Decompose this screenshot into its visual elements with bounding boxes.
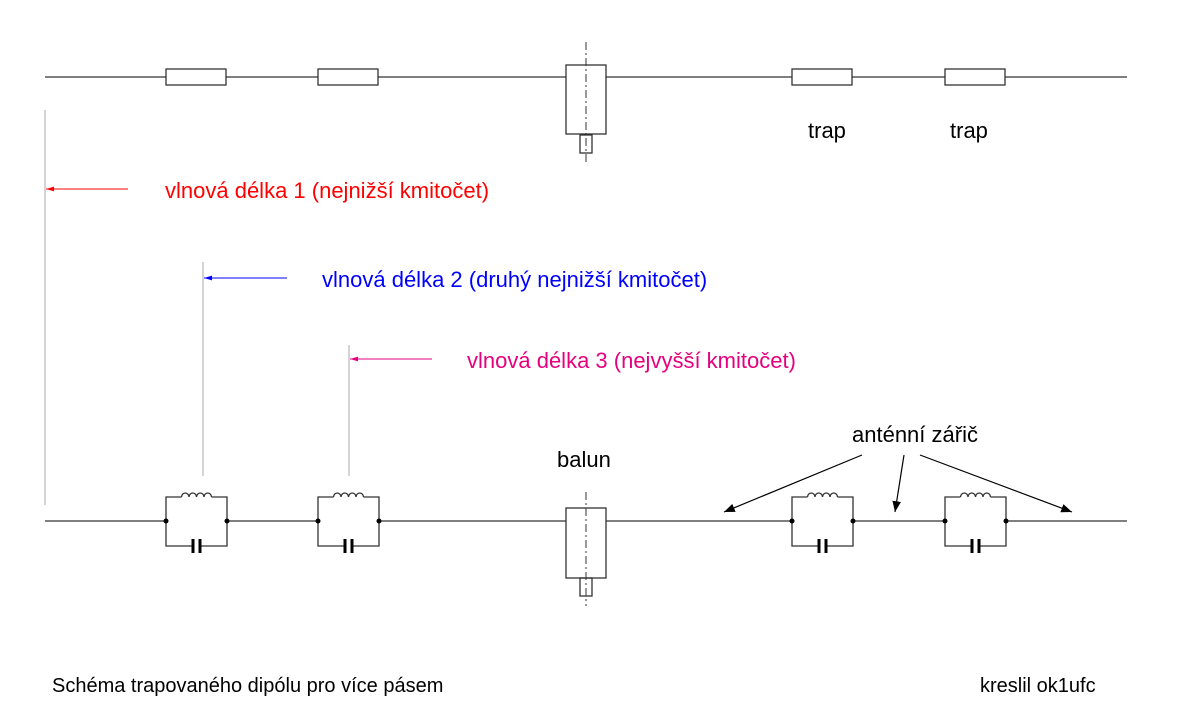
trap-label: trap: [950, 118, 988, 143]
radiator-label: anténní zářič: [852, 422, 978, 447]
trap-background: [945, 510, 1006, 534]
radiator-arrow: [892, 454, 905, 513]
capacitor-plate: [817, 539, 821, 553]
radiator-arrow: [919, 454, 1073, 513]
capacitor-plate: [350, 539, 354, 553]
trap-background: [318, 510, 379, 534]
trap-wiring: [317, 496, 380, 547]
junction-dot: [789, 518, 795, 524]
junction-dot: [942, 518, 948, 524]
trap-wiring: [944, 496, 1007, 547]
wavelength2-label: vlnová délka 2 (druhý nejnižší kmitočet): [322, 267, 707, 292]
junction-dot: [376, 518, 382, 524]
junction-dot: [850, 518, 856, 524]
capacitor-plate: [970, 539, 974, 553]
trap-block: [165, 68, 227, 86]
junction-dot: [1003, 518, 1009, 524]
capacitor-plate: [824, 539, 828, 553]
trap-background: [792, 510, 853, 534]
junction-dot: [163, 518, 169, 524]
top-dipole: trap trap: [45, 42, 1127, 162]
trap-wiring: [165, 496, 228, 547]
trap-block: [317, 68, 379, 86]
inductor-coil: [806, 492, 839, 498]
radiator-arrow: [723, 454, 863, 513]
wavelength1-label: vlnová délka 1 (nejnižší kmitočet): [165, 178, 489, 203]
trap-label: trap: [808, 118, 846, 143]
trap-block: [791, 68, 853, 86]
capacitor-plate: [343, 539, 347, 553]
author-credit: kreslil ok1ufc: [980, 675, 1096, 697]
trap-wiring: [791, 496, 854, 547]
junction-dot: [315, 518, 321, 524]
capacitor-plate: [198, 539, 202, 553]
capacitor-plate: [191, 539, 195, 553]
trap-background: [166, 510, 227, 534]
diagram-caption: Schéma trapovaného dipólu pro více pásem: [52, 675, 443, 697]
bottom-dipole: [45, 492, 1127, 606]
inductor-coil: [332, 492, 365, 498]
balun-label: balun: [557, 447, 611, 472]
inductor-coil: [959, 492, 992, 498]
inductor-coil: [180, 492, 213, 498]
capacitor-plate: [977, 539, 981, 553]
junction-dot: [224, 518, 230, 524]
trap-block: [944, 68, 1006, 86]
wavelength3-label: vlnová délka 3 (nejvyšší kmitočet): [467, 348, 796, 373]
